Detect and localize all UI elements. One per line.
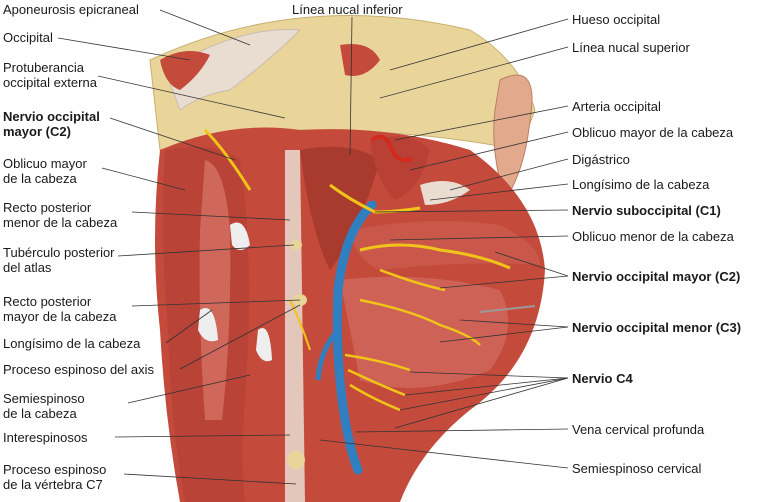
label-line: de la cabeza (3, 406, 77, 421)
label-nervio-c4: Nervio C4 (572, 371, 633, 386)
label-line: Oblicuo mayor (3, 156, 87, 171)
occipital-artery (370, 134, 414, 163)
label-linea-nucal-inferior: Línea nucal inferior (292, 2, 403, 17)
epicranial-aponeurosis (164, 29, 302, 111)
label-line: mayor (C2) (3, 124, 71, 139)
c4-nerve-1 (344, 353, 411, 372)
ear (493, 74, 533, 202)
greater-occipital-nerve-branch (379, 268, 446, 292)
leader-lines (57, 9, 569, 485)
label-line: Occipital (3, 30, 53, 45)
label-semiespinoso-cervical: Semiespinoso cervical (572, 461, 701, 476)
label-line: Aponeurosis epicraneal (3, 2, 139, 17)
greater-occipital-nerve-left (203, 128, 252, 191)
label-line: Oblicuo menor de la cabeza (572, 229, 734, 244)
label-digastrico: Digástrico (572, 152, 630, 167)
c4-nerve-3 (349, 383, 401, 412)
label-line: Proceso espinoso del axis (3, 362, 155, 377)
label-nervio-occipital-mayor-right: Nervio occipital mayor (C2) (572, 269, 740, 284)
vein-branch (315, 328, 340, 381)
label-line: Nervio occipital (3, 109, 100, 124)
label-line: Recto posterior (3, 200, 92, 215)
greater-occipital-nerve-right (359, 243, 511, 270)
label-line: Longísimo de la cabeza (572, 177, 710, 192)
label-line: del atlas (3, 260, 52, 275)
label-line: Protuberancia (3, 60, 84, 75)
label-line: Oblicuo mayor de la cabeza (572, 125, 734, 140)
label-line: Longísimo de la cabeza (3, 336, 141, 351)
label-line: de la vértebra C7 (3, 477, 103, 492)
label-line: Semiespinoso cervical (572, 461, 702, 476)
label-hueso-occipital: Hueso occipital (572, 12, 660, 27)
obliquus-capitis-superior (370, 136, 430, 200)
nerve-small (289, 299, 311, 351)
midline-tendon (285, 150, 305, 502)
label-line: Proceso espinoso (3, 462, 107, 477)
label-line: mayor de la cabeza (3, 309, 117, 324)
label-nervio-occipital-menor: Nervio occipital menor (C3) (572, 320, 741, 335)
tendon-patch-3 (256, 328, 272, 362)
label-vena-cervical-profunda: Vena cervical profunda (572, 422, 704, 437)
longissimus-capitis-left (199, 160, 231, 420)
c4-nerve-2 (347, 368, 406, 397)
posterior-tubercle-atlas (290, 240, 302, 250)
label-line: Tubérculo posterior (3, 245, 115, 260)
label-arteria-occipital: Arteria occipital (572, 99, 661, 114)
label-line: Semiespinoso (3, 391, 85, 406)
semispinalis-cervicis (340, 276, 508, 388)
label-line: Nervio C4 (572, 371, 633, 386)
label-interespinosos: Interespinosos (3, 430, 88, 445)
label-line: Arteria occipital (572, 99, 661, 114)
label-nervio-suboccipital: Nervio suboccipital (C1) (572, 203, 721, 218)
c7-spinous-process (287, 451, 305, 469)
label-occipital: Occipital (3, 30, 53, 45)
obliquus-capitis-inferior (350, 221, 540, 270)
deep-cervical-vein (332, 200, 377, 475)
label-line: Interespinosos (3, 430, 88, 445)
label-longisimo-right: Longísimo de la cabeza (572, 177, 709, 192)
label-line: Nervio suboccipital (C1) (572, 203, 721, 218)
label-line: Nervio occipital menor (C3) (572, 320, 742, 335)
rectus-capitis-posterior-major (300, 146, 380, 270)
label-line: Vena cervical profunda (572, 422, 705, 437)
label-line: Línea nucal superior (572, 40, 690, 55)
label-line: occipital externa (3, 75, 97, 90)
label-line: Nervio occipital mayor (C2) (572, 269, 741, 284)
label-longisimo-left: Longísimo de la cabeza (3, 336, 140, 351)
label-aponeurosis-epicraneal: Aponeurosis epicraneal (3, 2, 139, 17)
digastric-tendon (420, 181, 470, 205)
label-proceso-espinoso-axis: Proceso espinoso del axis (3, 362, 154, 377)
label-line: de la cabeza (3, 171, 77, 186)
label-line: Digástrico (572, 152, 630, 167)
label-oblicuo-mayor-right: Oblicuo mayor de la cabeza (572, 125, 733, 140)
label-oblicuo-menor: Oblicuo menor de la cabeza (572, 229, 734, 244)
tendon-patch-1 (230, 222, 250, 250)
occipital-muscle-left (160, 51, 210, 90)
label-line: Recto posterior (3, 294, 92, 309)
label-linea-nucal-superior: Línea nucal superior (572, 40, 690, 55)
occipital-muscle-right (340, 44, 380, 76)
retractor (479, 305, 536, 313)
label-line: Hueso occipital (572, 12, 661, 27)
label-line: menor de la cabeza (3, 215, 118, 230)
label-line: Línea nucal inferior (292, 2, 403, 17)
